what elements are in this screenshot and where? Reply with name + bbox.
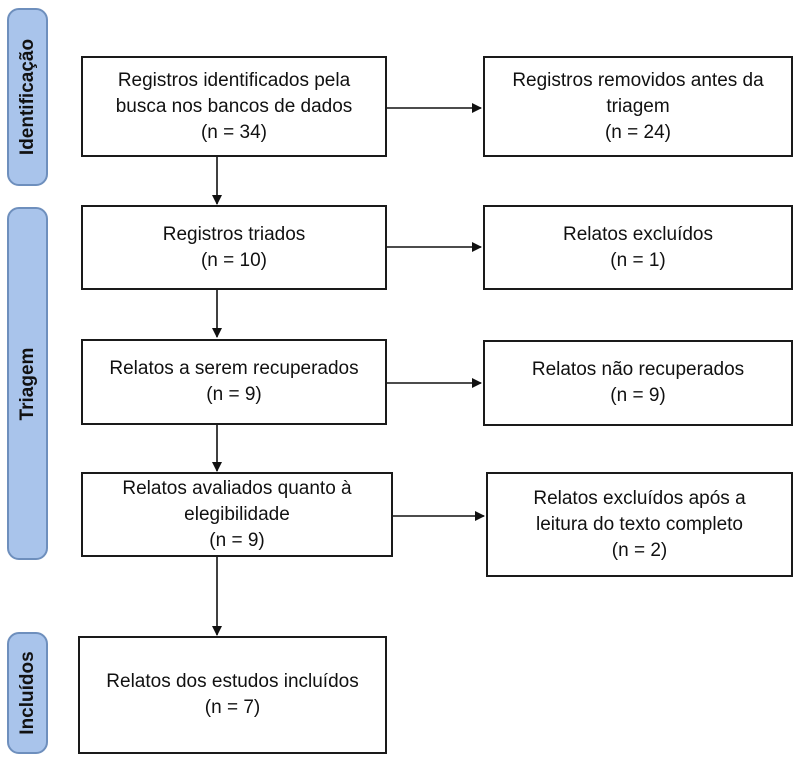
records-identified-count: (n = 34) [200, 121, 267, 143]
phase-screening: Triagem [7, 207, 48, 560]
box-reports-sought: Relatos a serem recuperados (n = 9) [81, 339, 387, 425]
reports-excluded-fulltext-line2: leitura do texto completo [535, 513, 743, 535]
reports-assessed-count: (n = 9) [209, 529, 265, 551]
box-studies-included: Relatos dos estudos incluídos (n = 7) [78, 636, 387, 754]
box-reports-excluded: Relatos excluídos (n = 1) [483, 205, 793, 290]
reports-excluded-fulltext-count: (n = 2) [611, 539, 668, 561]
box-reports-assessed: Relatos avaliados quanto à elegibilidade… [81, 472, 393, 557]
reports-not-retrieved-count: (n = 9) [610, 385, 666, 406]
records-removed-line1: Registros removidos antes da [512, 69, 764, 91]
phase-included: Incluídos [7, 632, 48, 754]
phase-identification: Identificação [7, 8, 48, 186]
box-records-removed: Registros removidos antes da triagem (n … [483, 56, 793, 157]
records-identified-line1: Registros identificados pela [117, 69, 351, 91]
reports-not-retrieved-line1: Relatos não recuperados [531, 359, 745, 380]
reports-assessed-line1: Relatos avaliados quanto à [122, 477, 352, 499]
reports-excluded-line1: Relatos excluídos [563, 223, 713, 245]
reports-excluded-count: (n = 1) [610, 249, 666, 271]
box-records-screened: Registros triados (n = 10) [81, 205, 387, 290]
reports-excluded-fulltext-line1: Relatos excluídos após a [533, 487, 746, 509]
studies-included-count: (n = 7) [204, 697, 261, 718]
box-reports-excluded-fulltext: Relatos excluídos após a leitura do text… [486, 472, 793, 577]
records-removed-count: (n = 24) [604, 121, 671, 143]
records-identified-line2: busca nos bancos de dados [115, 95, 353, 117]
studies-included-line1: Relatos dos estudos incluídos [106, 671, 359, 692]
records-screened-line1: Registros triados [162, 223, 306, 245]
box-reports-not-retrieved: Relatos não recuperados (n = 9) [483, 340, 793, 426]
reports-assessed-line2: elegibilidade [184, 503, 290, 525]
reports-sought-count: (n = 9) [206, 384, 262, 405]
reports-sought-line1: Relatos a serem recuperados [109, 358, 359, 379]
records-screened-count: (n = 10) [200, 249, 267, 271]
records-removed-line2: triagem [606, 95, 670, 117]
box-records-identified: Registros identificados pela busca nos b… [81, 56, 387, 157]
